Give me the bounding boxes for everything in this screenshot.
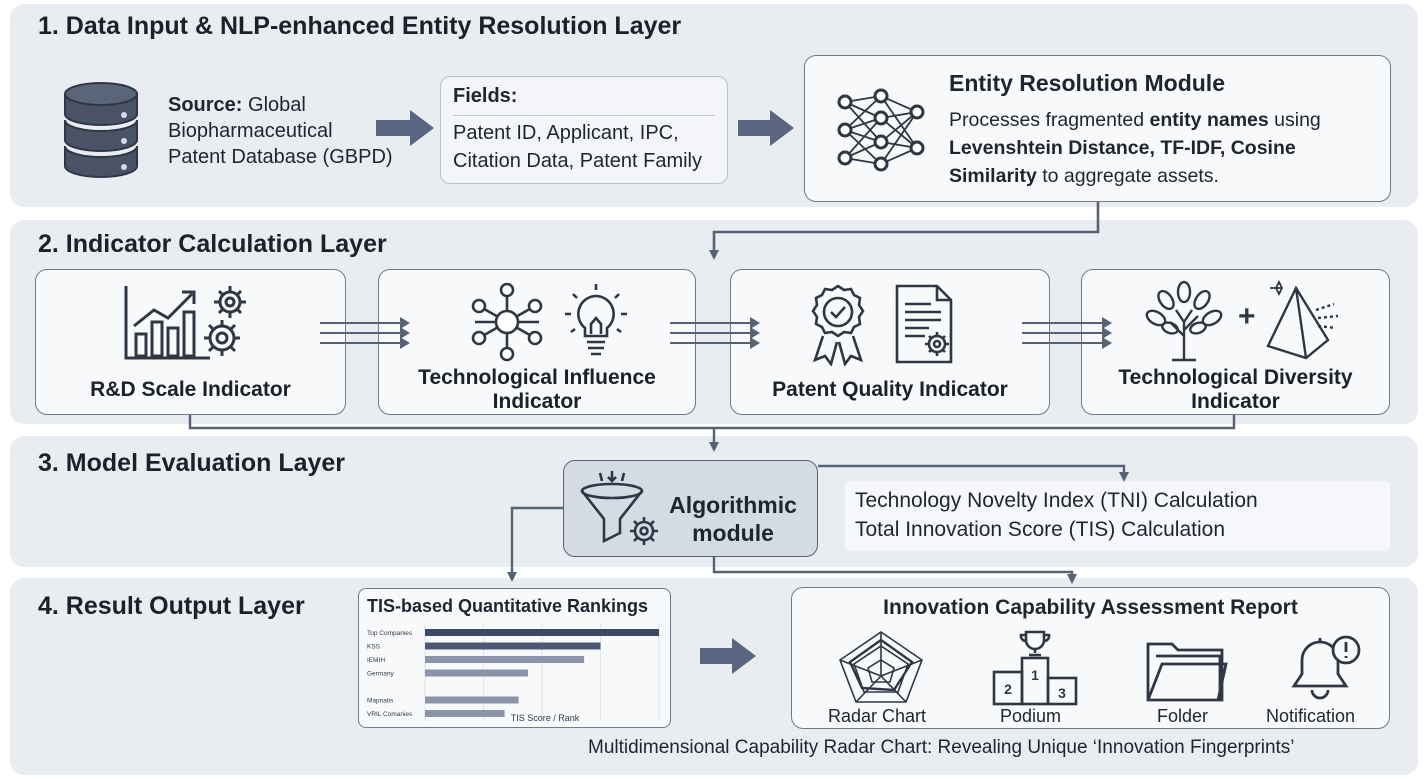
podium-icon: 1 2 3 [992, 630, 1078, 706]
rank-bar [425, 696, 519, 704]
indicator-rd-scale: R&D Scale Indicator [35, 269, 346, 415]
calculation-box: Technology Novelty Index (TNI) Calculati… [845, 481, 1390, 551]
fields-title: Fields: [453, 85, 518, 107]
rank-category-label: Mapnatis [367, 698, 394, 705]
layer1-title: 1. Data Input & NLP-enhanced Entity Reso… [38, 12, 682, 40]
indicator-tech-diversity: + Technological Diversity Indicator [1081, 269, 1390, 415]
rank-bar [425, 642, 601, 650]
calc-tis: Total Innovation Score (TIS) Calculation [855, 518, 1226, 541]
award-badge-icon [811, 284, 865, 366]
calc-tni: Technology Novelty Index (TNI) Calculati… [855, 489, 1258, 512]
fields-divider [453, 115, 715, 116]
report-caption: Multidimensional Capability Radar Chart:… [588, 737, 1295, 758]
rank-xlabel: TIS Score / Rank [511, 713, 580, 723]
indicator-tech-influence: Technological Influence Indicator [378, 269, 696, 415]
rank-category-label: Germany [367, 671, 394, 678]
rank-category-label: Top Companies [367, 630, 413, 637]
rank-category-label: VRIL Comanies [367, 711, 413, 718]
source-text: Source: Global Biopharmaceutical Patent … [168, 94, 393, 168]
layer2-title: 2. Indicator Calculation Layer [38, 230, 387, 258]
algo-label: Algorithmic module [669, 492, 797, 546]
rank-category-label: KSS [367, 644, 381, 651]
rank-bar [425, 710, 505, 717]
podium-third: 3 [1058, 685, 1066, 701]
folder-icon [1146, 642, 1228, 702]
report-title: Innovation Capability Assessment Report [883, 596, 1298, 619]
podium-label: Podium [1000, 706, 1062, 726]
prism-icon [1266, 280, 1339, 360]
rank-bar [425, 669, 528, 677]
funnel-gear-icon [580, 471, 658, 545]
fields-box: Fields: Patent ID, Applicant, IPC, Citat… [440, 76, 728, 184]
podium-first: 1 [1031, 667, 1039, 683]
ind3-label: Patent Quality Indicator [772, 378, 1008, 401]
layer3-title: 3. Model Evaluation Layer [38, 449, 346, 477]
algorithmic-module-box: Algorithmic module [563, 460, 818, 557]
ind4-label: Technological Diversity Indicator [1118, 366, 1353, 413]
fields-line2: Citation Data, Patent Family [453, 150, 702, 172]
er-desc: Processes fragmented entity names using … [949, 109, 1321, 187]
network-hub-icon [471, 282, 543, 362]
lightbulb-icon [565, 284, 627, 356]
growth-chart-gear-icon [124, 286, 246, 360]
report-box: Innovation Capability Assessment Report … [791, 587, 1390, 729]
folder-label: Folder [1157, 706, 1209, 726]
database-icon [64, 82, 138, 178]
notification-bell-icon [1291, 635, 1361, 700]
document-gear-icon [895, 284, 953, 364]
rank-bar [425, 629, 659, 636]
ind1-label: R&D Scale Indicator [90, 378, 291, 401]
notification-label: Notification [1266, 706, 1356, 726]
rank-bar [425, 656, 585, 663]
indicator-patent-quality: Patent Quality Indicator [730, 269, 1050, 415]
neural-network-icon [837, 88, 925, 172]
er-title: Entity Resolution Module [949, 70, 1225, 96]
radar-chart-icon [839, 631, 923, 703]
layer4-title: 4. Result Output Layer [38, 592, 305, 620]
radar-chart-label: Radar Chart [828, 706, 927, 726]
entity-resolution-box: Entity Resolution Module Processes fragm… [804, 55, 1391, 202]
fields-line1: Patent ID, Applicant, IPC, [453, 122, 679, 144]
tree-icon [1145, 280, 1223, 362]
plus-sign: + [1238, 300, 1256, 333]
rank-category-label: IEMIH [367, 657, 385, 664]
rankings-box: TIS-based Quantitative Rankings Top Comp… [358, 588, 671, 728]
rankings-title: TIS-based Quantitative Rankings [367, 596, 649, 616]
ind2-label: Technological Influence Indicator [418, 366, 656, 413]
podium-second: 2 [1004, 681, 1012, 697]
